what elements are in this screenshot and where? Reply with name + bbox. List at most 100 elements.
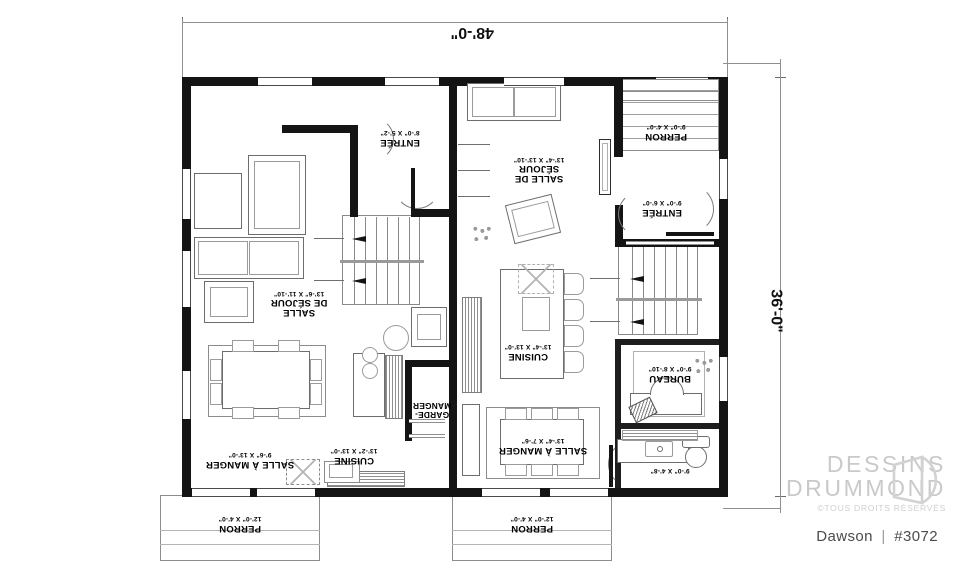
label-entree-right-name: ENTRÉE xyxy=(380,137,420,148)
window-left-entree xyxy=(719,159,728,199)
dining-table-right xyxy=(222,351,310,409)
label-perron-top-left-dims: 12'-0" X 4'-0" xyxy=(510,514,554,522)
bathroom-door-leaf xyxy=(609,445,613,487)
label-entree-right-dims: 8'-0" X 5'-2" xyxy=(380,128,420,136)
label-salle-a-manger-right: SALLE À MANGER 9'-6" X 13'-0" xyxy=(200,451,300,470)
party-wall-center xyxy=(449,77,457,497)
stair-left-arrow-line-2 xyxy=(590,278,620,279)
kitchen-left-sink xyxy=(522,297,550,331)
label-garde-manger-right-name-2: MANGER xyxy=(412,401,452,412)
kitchen-right-sink-basin xyxy=(329,464,353,478)
kitchen-right-fridge-door xyxy=(417,314,441,340)
plan-caption: Dawson | #3072 xyxy=(816,528,938,545)
closet-left-shelf xyxy=(626,241,714,245)
dining-chair-right-t1 xyxy=(278,407,300,419)
window-bottom-right-2 xyxy=(258,77,312,86)
label-garde-manger-right-name-1: GARDE- xyxy=(414,410,450,420)
stair-left-tread-4 xyxy=(654,247,655,335)
door-logo-icon xyxy=(892,455,938,505)
label-salle-de-sejour-right: SALLE DE SÉJOUR 13'-6" X 11'-10" xyxy=(256,289,342,318)
sejour-left-shelf-line-2 xyxy=(458,170,490,171)
label-bureau-left: BUREAU 9'-0" X 8'-10" xyxy=(630,365,710,384)
entree-left-door-leaf-1 xyxy=(666,232,714,236)
label-perron-bottom-left-dims: 9'-0" X 4'-0" xyxy=(646,122,686,130)
perron-top-left-board-1 xyxy=(452,544,612,545)
perron-bottom-left-step xyxy=(615,91,719,101)
sejour-right-armchair-seat xyxy=(210,287,248,317)
dining-chair-left-t2 xyxy=(531,464,553,476)
label-cuisine-right: CUISINE 13'-2" X 13'-0" xyxy=(313,447,395,466)
window-right-dining xyxy=(182,371,191,419)
plan-name: Dawson xyxy=(816,528,873,545)
perron-top-right-board-1 xyxy=(160,544,320,545)
label-perron-top-left: PERRON 12'-0" X 4'-0" xyxy=(492,515,572,534)
garde-manger-shelf-top xyxy=(409,434,445,438)
bathroom-shower-hatch xyxy=(622,430,698,441)
dining-chair-left-b1 xyxy=(557,408,579,420)
label-perron-top-right-dims: 12'-0" X 4'-0" xyxy=(218,514,262,522)
perron-bottom-left-post xyxy=(614,77,623,157)
dining-chair-right-r1 xyxy=(210,383,222,405)
dining-chair-left-b3 xyxy=(505,408,527,420)
kitchen-left-stool-3 xyxy=(564,299,584,321)
stair-left-tread-3 xyxy=(665,247,666,335)
cabinet-left-tall xyxy=(462,404,480,476)
dining-chair-left-t1 xyxy=(557,464,579,476)
label-salle-de-sejour-right-dims: 13'-6" X 11'-10" xyxy=(273,289,325,297)
bathroom-sink-drain xyxy=(657,446,663,452)
label-salle-de-sejour-left-name-1: SALLE DE xyxy=(514,173,564,184)
kitchen-left-counter-right xyxy=(462,297,482,393)
window-left-bureau xyxy=(719,357,728,401)
kitchen-left-cooktop xyxy=(518,264,554,294)
dining-chair-right-l2 xyxy=(310,359,322,381)
label-cuisine-left-dims: 13'-4" X 13'-0" xyxy=(504,342,552,350)
label-salle-de-sejour-right-name-1: SALLE xyxy=(282,307,316,318)
dimension-overall-width: 48'-0" xyxy=(450,24,494,41)
dining-chair-right-r2 xyxy=(210,359,222,381)
sejour-left-shelf-line-1 xyxy=(458,196,490,197)
dining-chair-left-b2 xyxy=(531,408,553,420)
dining-chair-right-b2 xyxy=(232,340,254,352)
label-entree-left-dims: 9'-0" X 6'-0" xyxy=(642,198,682,206)
staircase-left xyxy=(618,245,698,335)
sejour-right-side-table xyxy=(194,173,242,229)
stair-left-arrow-line-1 xyxy=(590,321,620,322)
label-perron-top-left-name: PERRON xyxy=(511,523,553,534)
kitchen-right-burner-1 xyxy=(362,363,378,379)
stair-left-handrail xyxy=(616,298,702,301)
window-top-left-2 xyxy=(482,488,540,497)
label-bureau-left-name: BUREAU xyxy=(649,373,691,384)
wall-garde-manger-bottom xyxy=(405,360,449,367)
label-salle-a-manger-right-name: SALLE À MANGER xyxy=(205,459,295,470)
brand-line-2: DRUMMOND xyxy=(785,474,946,501)
label-perron-bottom-left-name: PERRON xyxy=(645,131,687,142)
label-garde-manger-right: GARDE- MANGER xyxy=(404,401,460,420)
wall-right-entree-bottom xyxy=(282,125,358,133)
kitchen-right-round-table xyxy=(383,325,409,351)
kitchen-right-burner-2 xyxy=(362,347,378,363)
entree-right-door-swing-1 xyxy=(394,163,440,209)
watermark-logo: DESSINS DRUMMOND ©TOUS DROITS RÉSERVÉS xyxy=(696,452,946,513)
label-perron-top-right-name: PERRON xyxy=(219,523,261,534)
window-bottom-right-1 xyxy=(385,77,439,86)
plan-number: #3072 xyxy=(894,528,938,545)
kitchen-right-counter-left xyxy=(385,355,403,419)
dimension-overall-height: 36'-0" xyxy=(767,289,785,333)
window-bottom-left-1 xyxy=(504,77,564,86)
dining-chair-right-t2 xyxy=(232,407,254,419)
window-top-right-2 xyxy=(192,488,250,497)
label-cuisine-right-dims: 13'-2" X 13'-0" xyxy=(330,446,378,454)
dim-line-vertical xyxy=(780,77,781,497)
stair-right-handrail xyxy=(340,260,424,263)
label-cuisine-left: CUISINE 13'-4" X 13'-0" xyxy=(488,343,568,362)
entree-right-door-leaf-1 xyxy=(411,168,415,212)
label-cuisine-left-name: CUISINE xyxy=(508,351,548,362)
bathroom-door-swing xyxy=(608,441,654,487)
label-salle-de-sejour-right-name-2: DE SÉJOUR xyxy=(270,297,328,309)
caption-separator: | xyxy=(881,528,886,545)
dining-chair-left-t3 xyxy=(505,464,527,476)
sejour-left-window-bay-inner xyxy=(602,143,608,191)
dim-ext-h-left xyxy=(727,19,728,77)
brand-rights: ©TOUS DROITS RÉSERVÉS xyxy=(817,503,946,513)
